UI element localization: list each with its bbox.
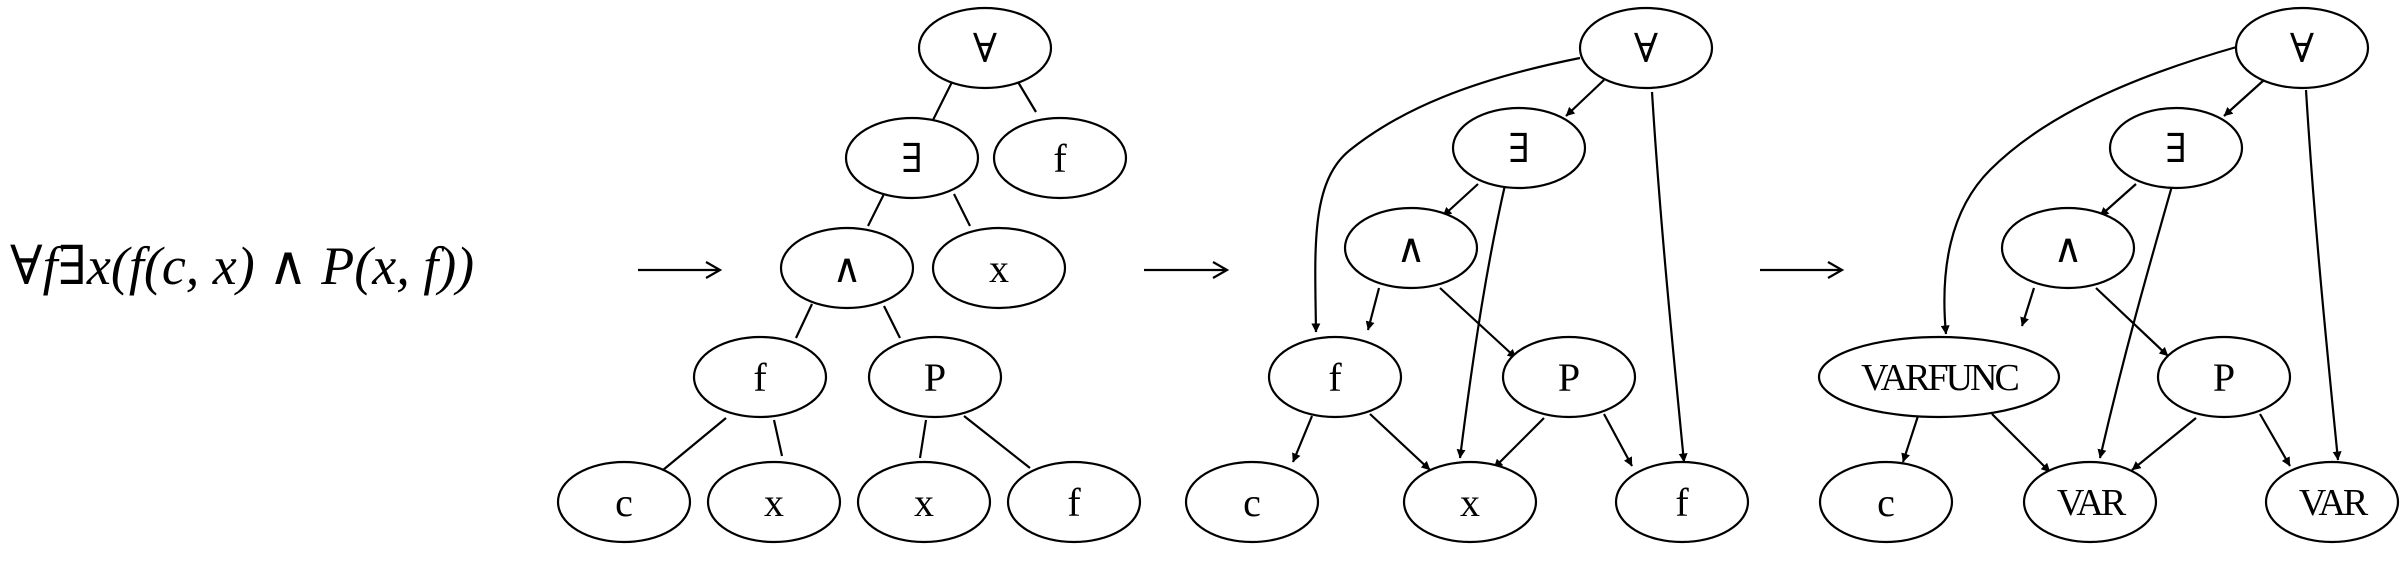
dag-node-p: P — [1501, 335, 1637, 419]
typed-edge — [2097, 185, 2174, 459]
tree-node-x-mid: x — [931, 226, 1067, 310]
tree-node-f-top: f — [992, 116, 1128, 200]
svg-text:∀: ∀ — [1634, 26, 1658, 71]
parse-edge — [883, 305, 901, 339]
svg-text:x: x — [1460, 480, 1480, 525]
svg-text:∃: ∃ — [2165, 126, 2187, 171]
dag-node-c: c — [1184, 460, 1320, 544]
svg-text:f: f — [1067, 480, 1081, 525]
typed-edge — [1901, 415, 1920, 463]
dag-edge — [1369, 413, 1431, 471]
typed-dag-edges — [1901, 44, 2342, 473]
tree-node-x-right: x — [856, 460, 992, 544]
svg-text:c: c — [1243, 480, 1261, 525]
typed-edge — [2259, 413, 2291, 467]
typed-node-and: ∧ — [2000, 206, 2136, 290]
dag-node-forall: ∀ — [1578, 6, 1714, 90]
dag-node-f-var: f — [1614, 460, 1750, 544]
svg-text:∃: ∃ — [901, 136, 923, 181]
tree-node-f-right: f — [1006, 460, 1142, 544]
dag-edge — [1603, 413, 1633, 467]
parse-edge — [918, 419, 928, 459]
svg-text:P: P — [1558, 355, 1580, 400]
svg-text:x: x — [764, 480, 784, 525]
svg-text:f: f — [1053, 136, 1067, 181]
dag-node-and: ∧ — [1343, 206, 1479, 290]
parse-edge — [1017, 81, 1037, 113]
svg-text:f: f — [1675, 480, 1689, 525]
svg-text:VARFUNC: VARFUNC — [1861, 357, 2018, 399]
parse-tree-edges — [662, 81, 1037, 471]
parse-edge — [931, 81, 953, 123]
typed-edge — [2099, 183, 2137, 217]
parse-tree-graph: ∀ ∃ f ∧ x f P c — [556, 6, 1142, 544]
dag-node-f-func: f — [1267, 335, 1403, 419]
svg-text:∧: ∧ — [1396, 226, 1425, 271]
tree-node-x-left: x — [706, 460, 842, 544]
typed-edge — [2095, 287, 2169, 357]
typed-node-var-f: VAR — [2264, 460, 2400, 544]
typed-edge — [2020, 287, 2036, 327]
parse-edge — [662, 417, 727, 471]
tree-node-f-func: f — [692, 335, 828, 419]
dag-edge — [1291, 415, 1314, 463]
dag-node-exists: ∃ — [1451, 106, 1587, 190]
parse-edge — [795, 303, 813, 339]
svg-text:x: x — [914, 480, 934, 525]
transform-arrow-3 — [1760, 261, 1845, 279]
svg-text:f: f — [1328, 355, 1342, 400]
dag-edge — [1493, 417, 1545, 469]
svg-text:c: c — [615, 480, 633, 525]
parse-edge — [963, 415, 1031, 469]
tree-node-p: P — [867, 335, 1003, 419]
dag-edge — [1456, 184, 1507, 459]
parse-edge — [772, 419, 784, 457]
svg-text:x: x — [989, 246, 1009, 291]
parse-edge — [953, 193, 971, 227]
typed-node-p: P — [2156, 335, 2292, 419]
svg-text:c: c — [1877, 480, 1895, 525]
svg-text:VAR: VAR — [2057, 482, 2127, 524]
typed-edge — [1940, 44, 2241, 335]
shared-dag-graph: ∀ ∃ ∧ f P c x f — [1184, 6, 1750, 544]
parse-edge — [867, 193, 885, 227]
typed-node-forall: ∀ — [2234, 6, 2370, 90]
transform-arrow-1 — [638, 261, 723, 279]
tree-node-forall: ∀ — [917, 6, 1053, 90]
svg-text:VAR: VAR — [2299, 482, 2369, 524]
svg-text:P: P — [924, 355, 946, 400]
typed-edge — [2131, 417, 2197, 471]
typed-node-varfunc: VARFUNC — [1817, 335, 2061, 419]
dag-edge — [1365, 287, 1381, 331]
dag-edge — [1311, 56, 1581, 333]
typed-node-var-x: VAR — [2022, 460, 2158, 544]
svg-text:∃: ∃ — [1508, 126, 1530, 171]
transform-arrow-2 — [1144, 261, 1230, 279]
dag-edge — [1442, 183, 1479, 217]
typed-node-c: c — [1818, 460, 1954, 544]
dag-edge — [1565, 79, 1605, 117]
svg-text:∀: ∀ — [973, 26, 997, 71]
svg-text:∧: ∧ — [832, 246, 861, 291]
tree-node-and: ∧ — [779, 226, 915, 310]
typed-edge — [1991, 413, 2051, 473]
formula-text: ∀f∃x(f(c, x) ∧ P(x, f)) — [10, 236, 474, 296]
typed-node-exists: ∃ — [2108, 106, 2244, 190]
svg-text:∧: ∧ — [2053, 226, 2082, 271]
typed-edge — [2304, 89, 2342, 461]
typed-dag-graph: ∀ ∃ ∧ VARFUNC P c VAR VAR — [1817, 6, 2400, 544]
svg-text:∀: ∀ — [2290, 26, 2314, 71]
svg-text:P: P — [2213, 355, 2235, 400]
svg-text:f: f — [753, 355, 767, 400]
shared-dag-edges — [1291, 56, 1688, 471]
dag-node-x: x — [1402, 460, 1538, 544]
typed-edge — [2223, 79, 2265, 117]
tree-node-exists: ∃ — [844, 116, 980, 200]
dag-edge — [1650, 91, 1688, 463]
tree-node-c: c — [556, 460, 692, 544]
